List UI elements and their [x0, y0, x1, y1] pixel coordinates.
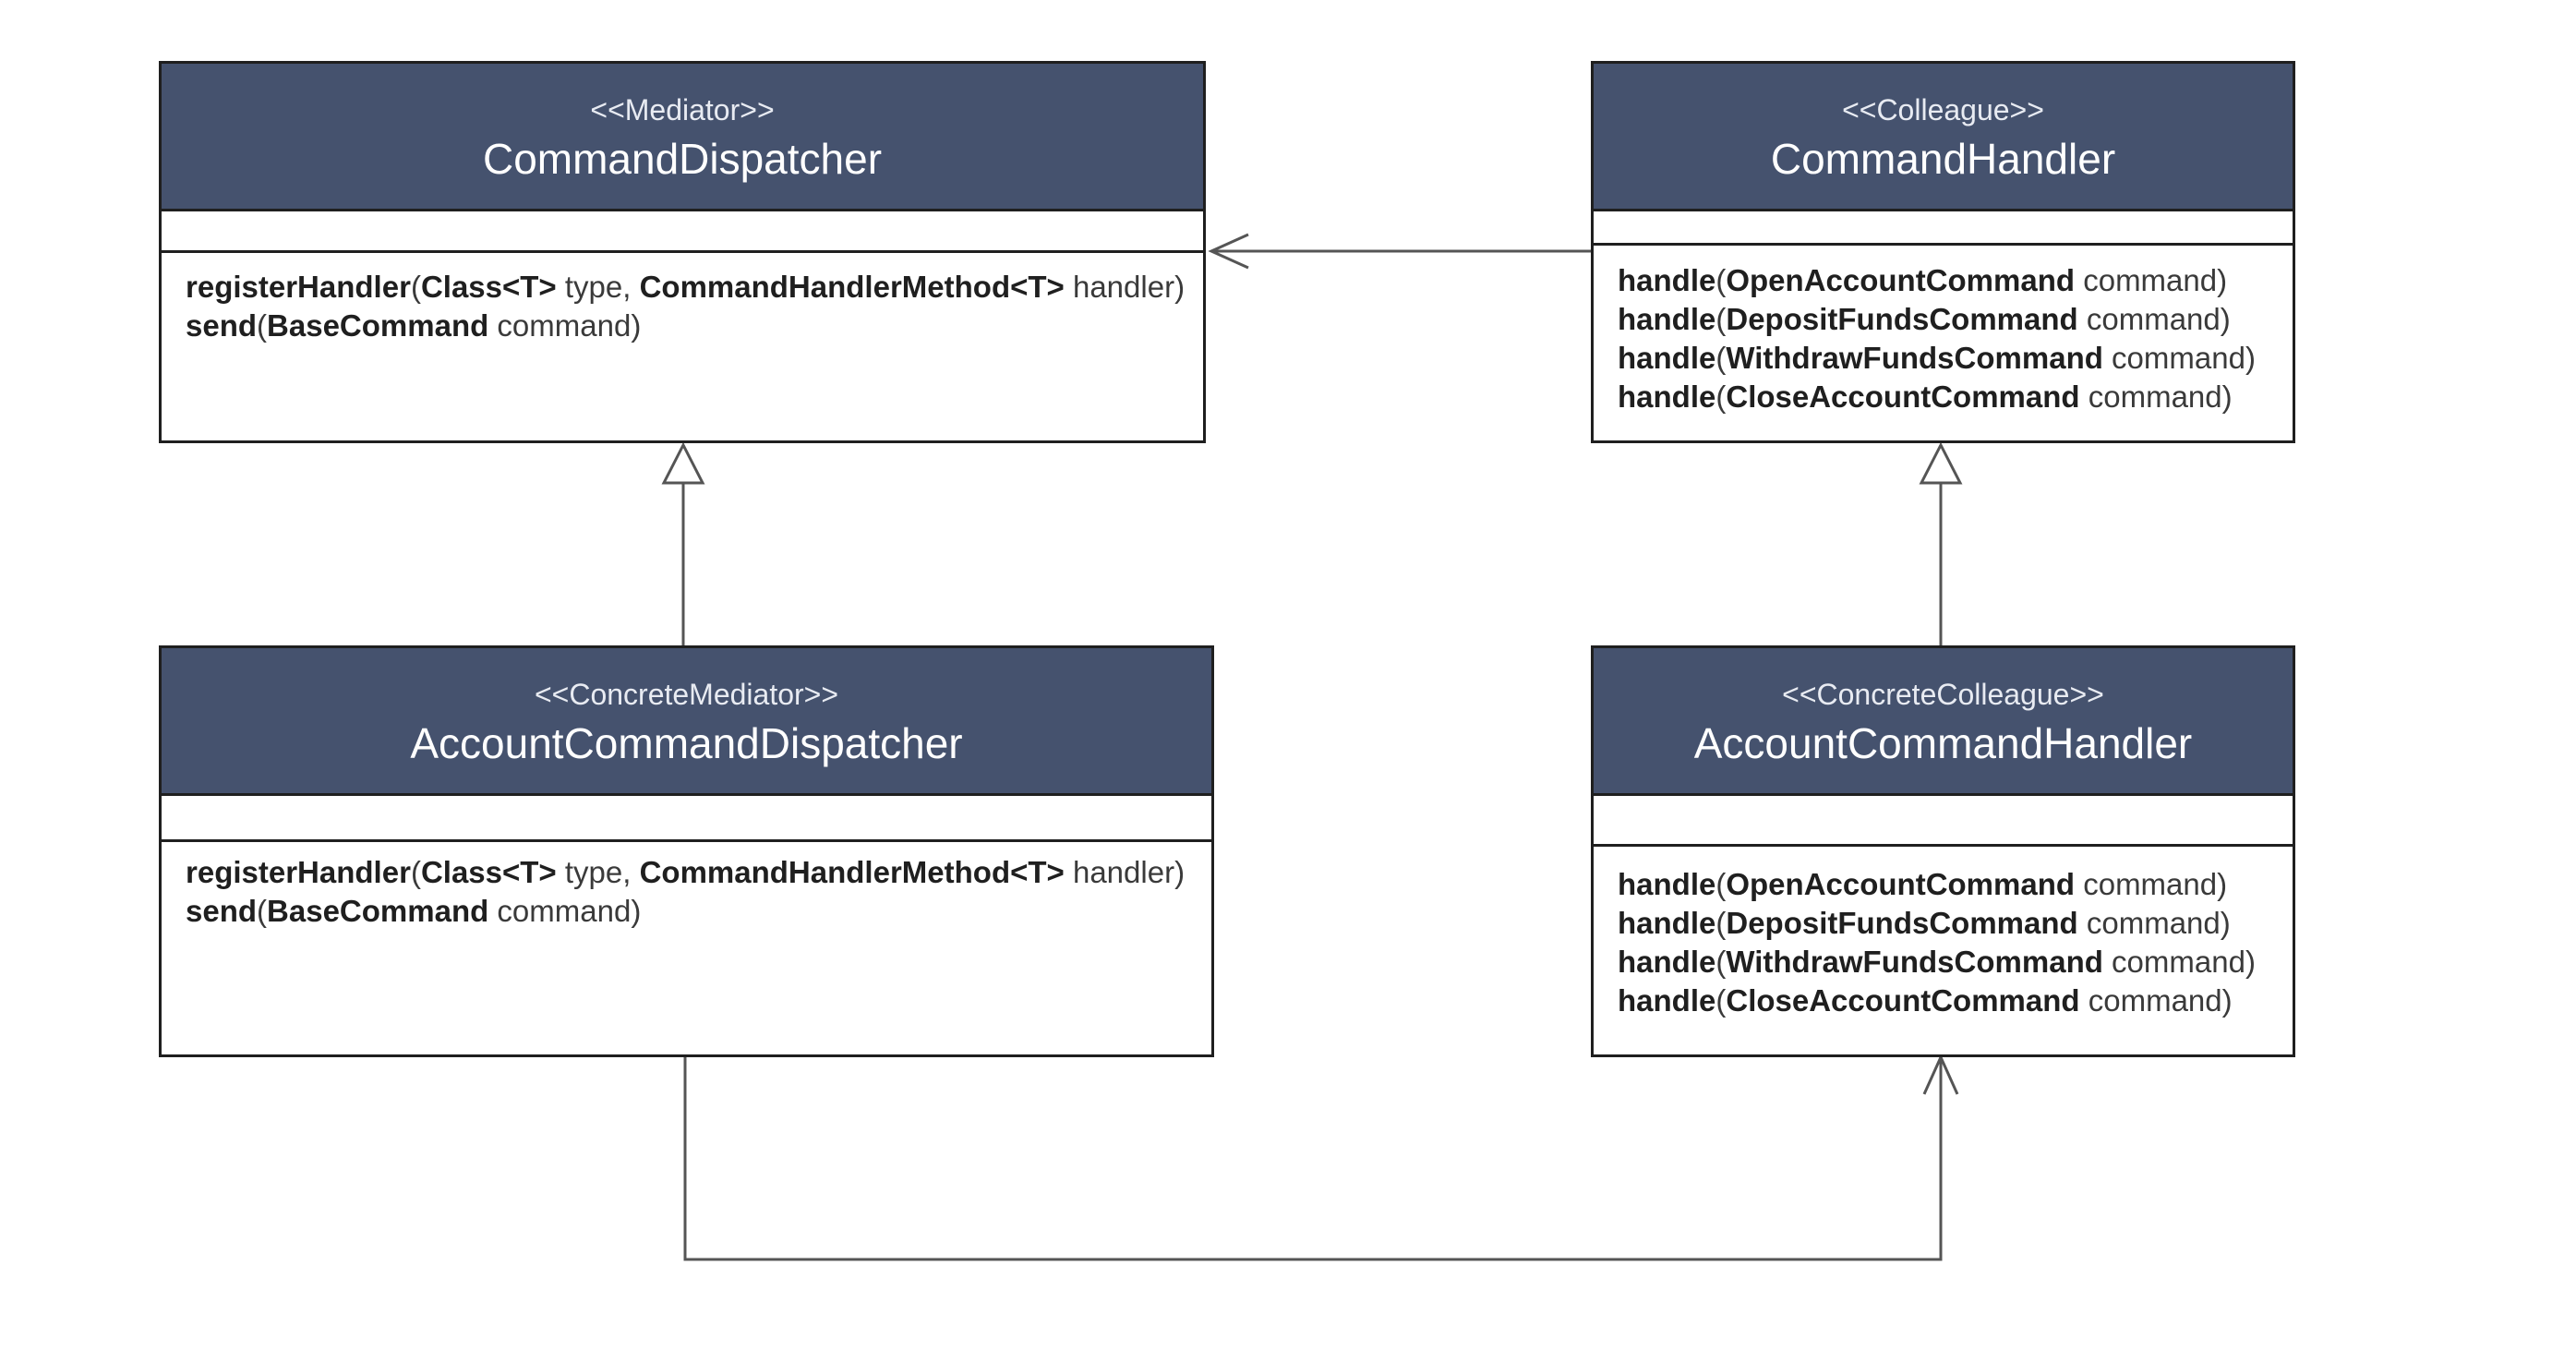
- method-token: command): [2077, 302, 2231, 336]
- method-token: (: [1715, 263, 1727, 297]
- method-signature: registerHandler(Class<T> type, CommandHa…: [186, 853, 1211, 892]
- methods-compartment: registerHandler(Class<T> type, CommandHa…: [162, 842, 1211, 931]
- method-token-bold: handle: [1618, 341, 1716, 375]
- open-arrowhead-account-handler: [1922, 1054, 1959, 1095]
- method-token: command): [2102, 341, 2256, 375]
- stereotype-label: <<ConcreteMediator>>: [534, 678, 839, 711]
- method-signature: handle(OpenAccountCommand command): [1618, 261, 2293, 300]
- method-token-bold: handle: [1618, 945, 1716, 979]
- method-signature: handle(WithdrawFundsCommand command): [1618, 339, 2293, 378]
- class-header: <<Colleague>> CommandHandler: [1594, 64, 2293, 211]
- attributes-compartment: [1594, 796, 2293, 847]
- method-token: (: [1715, 341, 1727, 375]
- method-token-bold: handle: [1618, 302, 1716, 336]
- method-token: command): [2079, 379, 2233, 414]
- method-token-bold: Class<T>: [420, 855, 557, 889]
- method-token: (: [1715, 867, 1727, 901]
- method-token: (: [257, 308, 268, 343]
- method-token: command): [488, 894, 642, 928]
- method-token-bold: CommandHandlerMethod<T>: [639, 270, 1065, 304]
- method-token: command): [2077, 906, 2231, 940]
- method-token: (: [1715, 906, 1727, 940]
- method-token-bold: registerHandler: [186, 270, 411, 304]
- class-header: <<Mediator>> CommandDispatcher: [162, 64, 1203, 211]
- method-token-bold: CommandHandlerMethod<T>: [639, 855, 1065, 889]
- attributes-compartment: [162, 211, 1203, 253]
- stereotype-label: <<ConcreteColleague>>: [1782, 678, 2104, 711]
- class-name: CommandHandler: [1770, 135, 2116, 183]
- class-header: <<ConcreteColleague>> AccountCommandHand…: [1594, 648, 2293, 796]
- stereotype-label: <<Colleague>>: [1842, 93, 2044, 126]
- class-command-handler[interactable]: <<Colleague>> CommandHandler handle(Open…: [1591, 61, 2295, 443]
- method-token: type,: [556, 270, 640, 304]
- method-token-bold: OpenAccountCommand: [1726, 263, 2076, 297]
- class-account-command-dispatcher[interactable]: <<ConcreteMediator>> AccountCommandDispa…: [159, 645, 1214, 1057]
- method-token-bold: CloseAccountCommand: [1726, 983, 2080, 1018]
- method-token: command): [2075, 263, 2228, 297]
- method-token-bold: send: [186, 894, 258, 928]
- method-token: (: [1715, 302, 1727, 336]
- method-token: (: [1715, 945, 1727, 979]
- method-token: (: [257, 894, 268, 928]
- method-token-bold: OpenAccountCommand: [1726, 867, 2076, 901]
- method-token-bold: DepositFundsCommand: [1726, 302, 2078, 336]
- hollow-triangle-handler: [1919, 441, 1963, 485]
- class-name: AccountCommandDispatcher: [410, 719, 963, 767]
- class-name: CommandDispatcher: [482, 135, 883, 183]
- method-signature: send(BaseCommand command): [186, 307, 1203, 345]
- method-signature: handle(WithdrawFundsCommand command): [1618, 943, 2293, 982]
- method-token: command): [488, 308, 642, 343]
- method-token-bold: Class<T>: [420, 270, 557, 304]
- open-arrowhead-dispatcher: [1208, 233, 1249, 270]
- class-command-dispatcher[interactable]: <<Mediator>> CommandDispatcher registerH…: [159, 61, 1206, 443]
- method-token-bold: handle: [1618, 379, 1716, 414]
- method-token-bold: DepositFundsCommand: [1726, 906, 2078, 940]
- attributes-compartment: [1594, 211, 2293, 246]
- method-token: (: [1715, 983, 1727, 1018]
- method-token: (: [410, 270, 421, 304]
- methods-compartment: registerHandler(Class<T> type, CommandHa…: [162, 253, 1203, 345]
- stereotype-label: <<Mediator>>: [590, 93, 775, 126]
- method-signature: send(BaseCommand command): [186, 892, 1211, 931]
- method-token-bold: WithdrawFundsCommand: [1726, 341, 2103, 375]
- method-token-bold: handle: [1618, 867, 1716, 901]
- attributes-compartment: [162, 796, 1211, 842]
- method-token-bold: CloseAccountCommand: [1726, 379, 2080, 414]
- class-name: AccountCommandHandler: [1693, 719, 2193, 767]
- method-token: handler): [1064, 270, 1186, 304]
- method-token-bold: handle: [1618, 983, 1716, 1018]
- method-signature: registerHandler(Class<T> type, CommandHa…: [186, 268, 1203, 307]
- methods-compartment: handle(OpenAccountCommand command)handle…: [1594, 246, 2293, 416]
- method-token: (: [410, 855, 421, 889]
- method-token: command): [2102, 945, 2256, 979]
- association-line-dispatcher-to-handler: [683, 1054, 1943, 1261]
- method-token: command): [2079, 983, 2233, 1018]
- method-token: (: [1715, 379, 1727, 414]
- methods-compartment: handle(OpenAccountCommand command)handle…: [1594, 847, 2293, 1020]
- method-token: handler): [1064, 855, 1186, 889]
- method-token-bold: WithdrawFundsCommand: [1726, 945, 2103, 979]
- class-account-command-handler[interactable]: <<ConcreteColleague>> AccountCommandHand…: [1591, 645, 2295, 1057]
- hollow-triangle-dispatcher: [661, 441, 705, 485]
- method-token-bold: BaseCommand: [267, 894, 489, 928]
- method-token: type,: [556, 855, 640, 889]
- method-token-bold: handle: [1618, 263, 1716, 297]
- method-token-bold: BaseCommand: [267, 308, 489, 343]
- method-signature: handle(CloseAccountCommand command): [1618, 378, 2293, 416]
- method-token-bold: handle: [1618, 906, 1716, 940]
- method-signature: handle(OpenAccountCommand command): [1618, 865, 2293, 904]
- method-signature: handle(DepositFundsCommand command): [1618, 300, 2293, 339]
- method-token-bold: send: [186, 308, 258, 343]
- class-header: <<ConcreteMediator>> AccountCommandDispa…: [162, 648, 1211, 796]
- method-signature: handle(DepositFundsCommand command): [1618, 904, 2293, 943]
- method-token-bold: registerHandler: [186, 855, 411, 889]
- method-token: command): [2075, 867, 2228, 901]
- method-signature: handle(CloseAccountCommand command): [1618, 982, 2293, 1020]
